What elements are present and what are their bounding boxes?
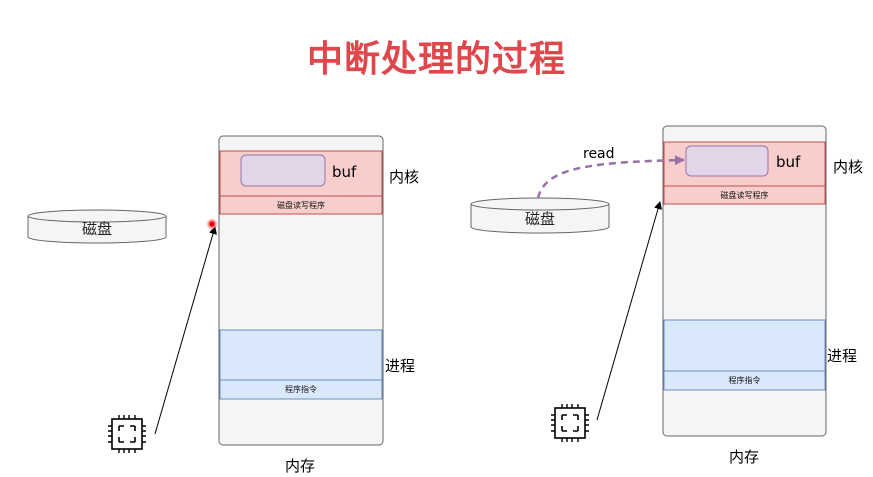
right-process-label: 进程: [827, 347, 858, 365]
buf-box: [240, 154, 326, 187]
cpu-chip-icon: [551, 404, 589, 442]
left-disk-read-program-label: 磁盘读写程序: [277, 201, 325, 210]
left-kernel-label: 内核: [389, 168, 420, 186]
buf-box: [685, 145, 769, 177]
right-disk-read-program-label: 磁盘读写程序: [720, 191, 769, 200]
page-title: 中断处理的过程: [306, 39, 566, 80]
left-scene: [27, 135, 384, 453]
interrupt-arrow: [596, 201, 662, 421]
right-kernel-label: 内核: [833, 158, 864, 176]
right-program-instruction-label: 程序指令: [728, 376, 761, 385]
disk-read-program-bar: [663, 185, 826, 205]
program-instruction-bar: [663, 370, 826, 391]
disk-read-program-bar: [219, 195, 383, 215]
left-program-instruction-label: 程序指令: [285, 385, 317, 394]
right-memory-label: 内存: [729, 448, 760, 466]
interrupt-arrow: [154, 226, 217, 435]
left-buf-label: buf: [332, 163, 357, 181]
right-scene: [470, 125, 827, 442]
disk-cylinder-icon: [27, 209, 167, 244]
read-label: read: [583, 146, 615, 162]
program-instruction-bar: [219, 379, 383, 400]
left-process-label: 进程: [385, 357, 416, 375]
left-memory-label: 内存: [285, 457, 316, 475]
process-region: [219, 329, 383, 381]
left-disk-label: 磁盘: [81, 220, 112, 238]
right-buf-label: buf: [776, 153, 801, 171]
right-disk-label: 磁盘: [524, 210, 555, 228]
cpu-chip-icon: [108, 415, 146, 453]
read-arrow: [536, 155, 685, 199]
process-region: [663, 319, 826, 372]
disk-cylinder-icon: [470, 197, 610, 234]
